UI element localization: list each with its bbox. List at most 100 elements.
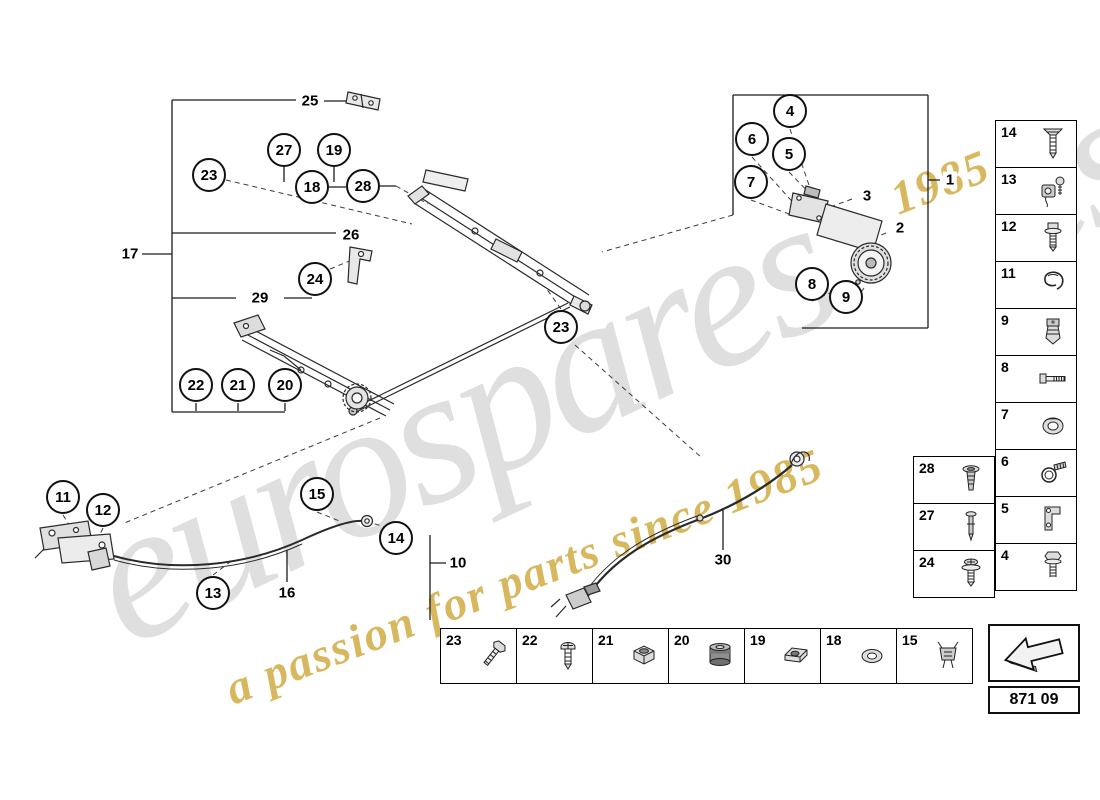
- cable-clamp-icon: [1045, 318, 1061, 345]
- callout-circle-6: 6: [735, 122, 769, 156]
- callout-circle-24: 24: [298, 262, 332, 296]
- part-code-box: 871 09: [988, 686, 1080, 714]
- flange-nut-icon: [784, 647, 808, 663]
- part-number: 27: [919, 507, 935, 523]
- washer-screw-icon: [961, 558, 981, 587]
- callout-circle-13: 13: [196, 576, 230, 610]
- callout-label-29: 29: [248, 289, 272, 307]
- cable-clip-icon: [937, 641, 959, 669]
- part-number: 4: [1001, 547, 1009, 563]
- grommet-icon: [1042, 417, 1064, 435]
- u-clip-icon: [1044, 271, 1064, 290]
- legend-item-19: 19: [744, 628, 821, 684]
- callout-label-10: 10: [446, 554, 470, 572]
- legend-item-5: 5: [995, 496, 1077, 544]
- guide-rail-art: [348, 169, 593, 416]
- legend-item-4: 4: [995, 543, 1077, 591]
- part-number: 28: [919, 460, 935, 476]
- legend-item-23: 23: [440, 628, 517, 684]
- callout-circle-20: 20: [268, 368, 302, 402]
- callout-label-30: 30: [711, 551, 735, 569]
- direction-arrow-box: [988, 624, 1080, 682]
- callout-circle-28: 28: [346, 169, 380, 203]
- bracket-lines: [142, 94, 940, 620]
- part-number: 15: [902, 632, 918, 648]
- part-number: 19: [750, 632, 766, 648]
- countersunk-screw-icon: [1043, 128, 1063, 159]
- part-number: 13: [1001, 171, 1017, 187]
- legend-item-22: 22: [516, 628, 593, 684]
- legend-bottom-row: 23 22 21 20 19 18 15: [440, 628, 973, 684]
- callout-label-2: 2: [892, 219, 908, 237]
- small-bracket-art: [345, 91, 381, 285]
- legend-item-8: 8: [995, 355, 1077, 403]
- legend-item-20: 20: [668, 628, 745, 684]
- callout-circle-19: 19: [317, 133, 351, 167]
- callout-circle-22: 22: [179, 368, 213, 402]
- part-number: 8: [1001, 359, 1009, 375]
- callout-circle-15: 15: [300, 477, 334, 511]
- callout-circle-9: 9: [829, 280, 863, 314]
- part-number: 20: [674, 632, 690, 648]
- callout-circle-27: 27: [267, 133, 301, 167]
- hex-bolt-icon: [479, 638, 507, 669]
- callout-label-26: 26: [339, 226, 363, 244]
- callout-circle-18: 18: [295, 170, 329, 204]
- part-number: 21: [598, 632, 614, 648]
- callout-label-3: 3: [859, 187, 875, 205]
- callout-circle-23-top: 23: [192, 158, 226, 192]
- pan-screw-icon: [560, 641, 576, 670]
- legend-item-28: 28: [913, 456, 995, 504]
- legend-item-18: 18: [820, 628, 897, 684]
- rubber-damper-icon: [709, 643, 731, 666]
- flange-bolt-icon: [1044, 551, 1062, 578]
- part-number: 22: [522, 632, 538, 648]
- part-number: 23: [446, 632, 462, 648]
- part-number: 12: [1001, 218, 1017, 234]
- motor-assembly-art: [788, 185, 892, 306]
- direction-arrow-icon: [1003, 636, 1064, 673]
- left-rail-art: [233, 314, 395, 417]
- pin-icon: [965, 511, 977, 541]
- legend-item-13: 13: [995, 167, 1077, 215]
- part-number: 11: [1001, 265, 1016, 281]
- callout-circle-7: 7: [734, 165, 768, 199]
- part-number: 18: [826, 632, 842, 648]
- hex-nut-icon: [633, 645, 655, 665]
- callout-circle-14: 14: [379, 521, 413, 555]
- legend-item-14: 14: [995, 120, 1077, 168]
- part-number: 5: [1001, 500, 1009, 516]
- legend-right-column: 14 13 12 11 9 8 7 6 5 4: [995, 120, 1077, 591]
- part-code: 871 09: [1009, 691, 1059, 708]
- callout-circle-5: 5: [772, 137, 806, 171]
- callout-label-25: 25: [298, 92, 322, 110]
- callout-label-17: 17: [118, 245, 142, 263]
- drive-cable-art: [550, 451, 810, 618]
- legend-item-9: 9: [995, 308, 1077, 356]
- shoulder-bolt-icon: [1044, 222, 1062, 252]
- legend-item-27: 27: [913, 503, 995, 551]
- part-number: 14: [1001, 124, 1017, 140]
- callout-label-16: 16: [275, 584, 299, 602]
- callout-label-1: 1: [942, 171, 958, 189]
- callout-circle-8: 8: [795, 267, 829, 301]
- callout-circle-12: 12: [86, 493, 120, 527]
- callout-circle-23-mid: 23: [544, 310, 578, 344]
- part-number: 9: [1001, 312, 1009, 328]
- hose-clamp-icon: [1041, 461, 1067, 483]
- legend-item-11: 11: [995, 261, 1077, 309]
- expansion-rivet-icon: [962, 465, 980, 491]
- legend-item-21: 21: [592, 628, 669, 684]
- legend-item-6: 6: [995, 449, 1077, 497]
- legend-item-15: 15: [896, 628, 973, 684]
- part-number: 7: [1001, 406, 1009, 422]
- part-number: 24: [919, 554, 935, 570]
- callout-circle-4: 4: [773, 94, 807, 128]
- callout-circle-21: 21: [221, 368, 255, 402]
- bracket-clip-icon: [1044, 506, 1061, 531]
- legend-mid-column: 28 27 24: [913, 456, 995, 598]
- sensor-clip-icon: [1041, 176, 1065, 208]
- shade-cable-art: [34, 514, 374, 571]
- washer-icon: [861, 649, 883, 663]
